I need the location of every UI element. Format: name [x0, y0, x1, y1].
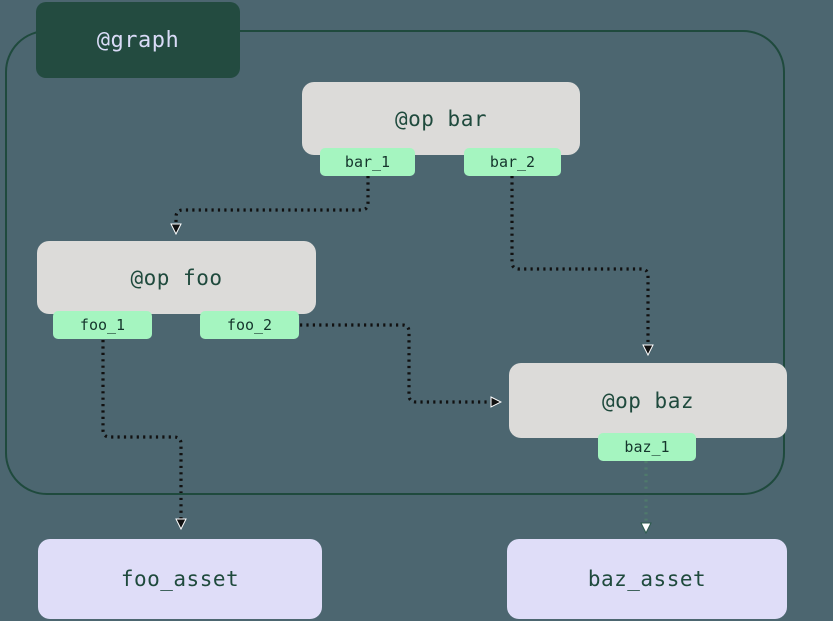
port-bar-2[interactable]: bar_2 [464, 148, 561, 176]
op-node-foo-title: @op foo [130, 265, 223, 290]
asset-node-baz-asset[interactable]: baz_asset [507, 539, 787, 619]
port-bar-1[interactable]: bar_1 [320, 148, 415, 176]
port-bar-1-label: bar_1 [344, 153, 391, 171]
op-node-foo[interactable]: @op foo [37, 241, 316, 314]
asset-node-foo-asset[interactable]: foo_asset [38, 539, 322, 619]
port-foo-2-label: foo_2 [226, 316, 273, 334]
op-node-baz-title: @op baz [601, 388, 694, 413]
port-foo-1[interactable]: foo_1 [53, 311, 152, 339]
port-foo-1-label: foo_1 [79, 316, 126, 334]
graph-container[interactable] [5, 30, 785, 495]
asset-node-foo-asset-label: foo_asset [120, 567, 240, 591]
op-node-bar-title: @op bar [394, 106, 487, 131]
graph-label-text: @graph [96, 27, 180, 53]
asset-node-baz-asset-label: baz_asset [587, 567, 707, 591]
op-node-bar[interactable]: @op bar [302, 82, 580, 155]
graph-label[interactable]: @graph [36, 2, 240, 78]
port-baz-1-label: baz_1 [624, 438, 670, 456]
port-baz-1[interactable]: baz_1 [598, 433, 696, 461]
port-foo-2[interactable]: foo_2 [200, 311, 299, 339]
port-bar-2-label: bar_2 [489, 153, 536, 171]
op-node-baz[interactable]: @op baz [509, 363, 787, 438]
